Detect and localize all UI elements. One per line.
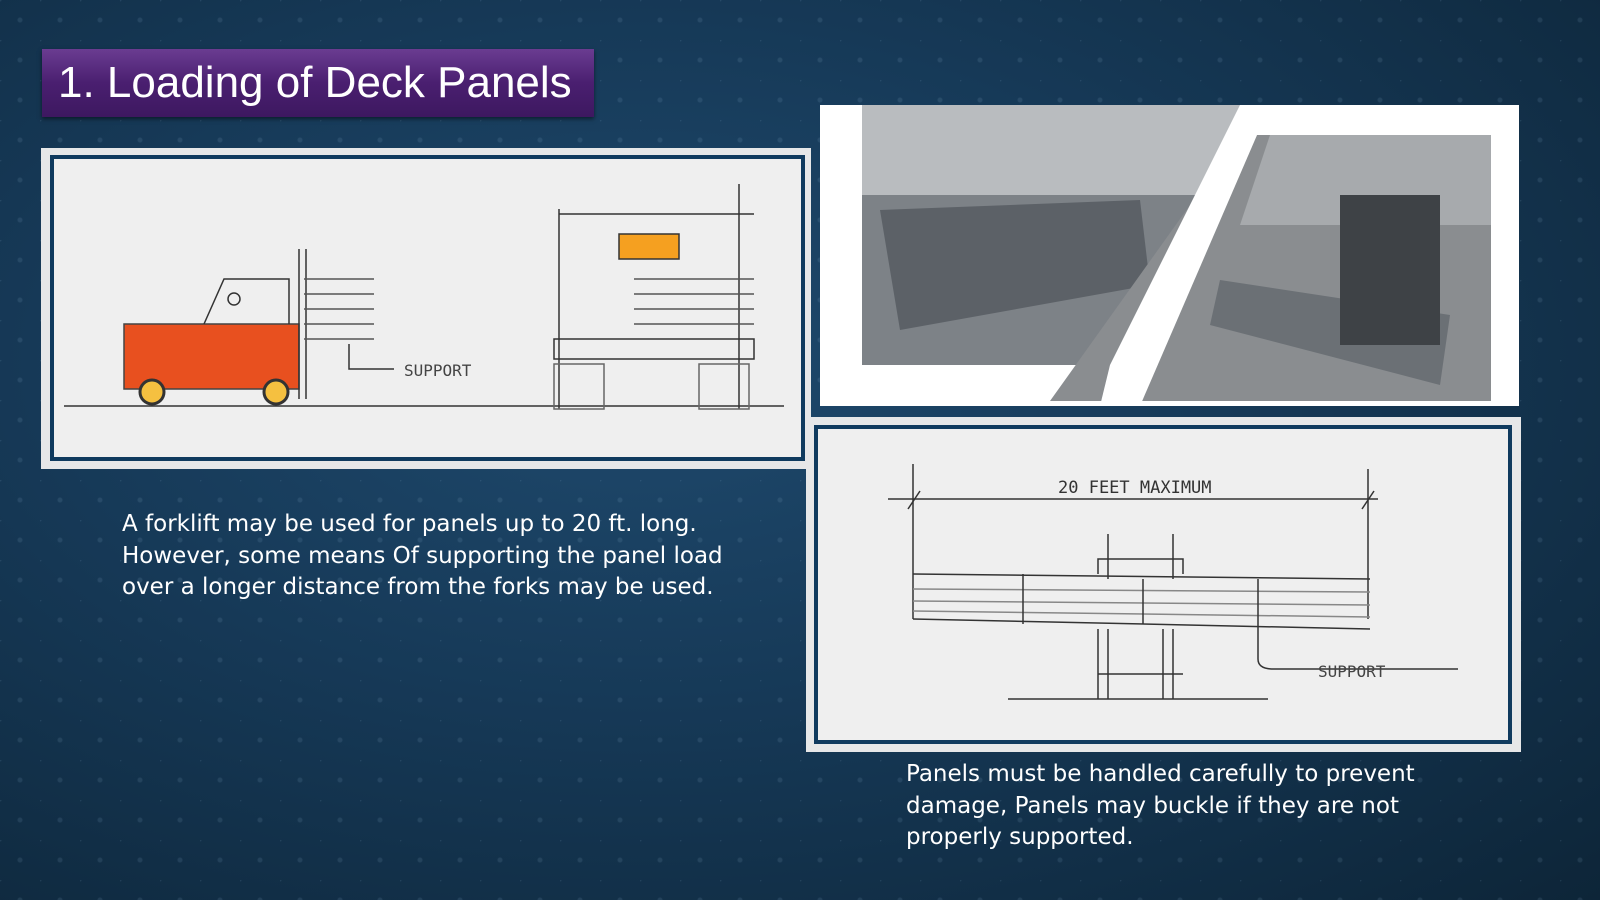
sketch-support-label: SUPPORT bbox=[1318, 662, 1386, 681]
support-sketch: 20 FEET MAXIMUM SUPPORT bbox=[888, 464, 1458, 700]
forklift-sketch: SUPPORT bbox=[64, 184, 784, 410]
caption-line: A forklift may be used for panels up to … bbox=[122, 511, 697, 537]
caption-line: However, some means Of supporting the pa… bbox=[122, 542, 723, 569]
support-sketch-frame: 20 FEET MAXIMUM SUPPORT bbox=[806, 417, 1521, 752]
caption-line: over a longer distance from the forks ma… bbox=[122, 574, 714, 600]
right-caption: Panels must be handled carefully to prev… bbox=[906, 759, 1415, 854]
caption-line: properly supported. bbox=[906, 824, 1134, 850]
forklift-sketch-frame: SUPPORT bbox=[41, 148, 811, 469]
caption-line: Panels must be handled carefully to prev… bbox=[906, 761, 1415, 787]
caption-line: damage, Panels may buckle if they are no… bbox=[906, 792, 1399, 819]
dimension-label: 20 FEET MAXIMUM bbox=[1058, 478, 1212, 498]
forklift-photo bbox=[820, 105, 1519, 406]
slide-title: 1. Loading of Deck Panels bbox=[42, 49, 594, 117]
left-caption: A forklift may be used for panels up to … bbox=[122, 509, 723, 604]
sketch-support-label: SUPPORT bbox=[404, 361, 472, 380]
